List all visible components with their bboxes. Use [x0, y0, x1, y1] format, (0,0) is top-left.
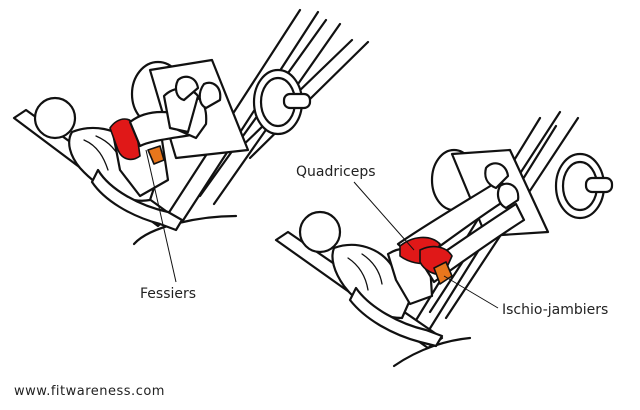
foot-left-b	[198, 81, 222, 110]
watermark-url: www.fitwareness.com	[14, 384, 165, 399]
arm-right	[348, 286, 444, 348]
head-right	[298, 210, 342, 254]
body-left	[33, 75, 222, 232]
label-quadriceps: Quadriceps	[296, 164, 376, 180]
body-right	[298, 162, 526, 348]
foot-left-a	[174, 75, 200, 102]
head-left	[33, 96, 77, 140]
figure-start-position	[12, 8, 370, 246]
foot-right-b	[496, 182, 520, 210]
figure-extended-position	[274, 110, 614, 368]
foot-right-a	[484, 162, 510, 190]
hamstring-muscle-left-small	[147, 145, 165, 165]
label-hamstrings: Ischio-jambiers	[502, 302, 609, 318]
arm-left	[90, 168, 184, 232]
label-gluteus: Fessiers	[140, 286, 197, 302]
leader-line-gluteus	[145, 149, 177, 283]
leader-line-quadriceps	[353, 181, 415, 251]
leader-line-hamstrings	[443, 275, 499, 309]
